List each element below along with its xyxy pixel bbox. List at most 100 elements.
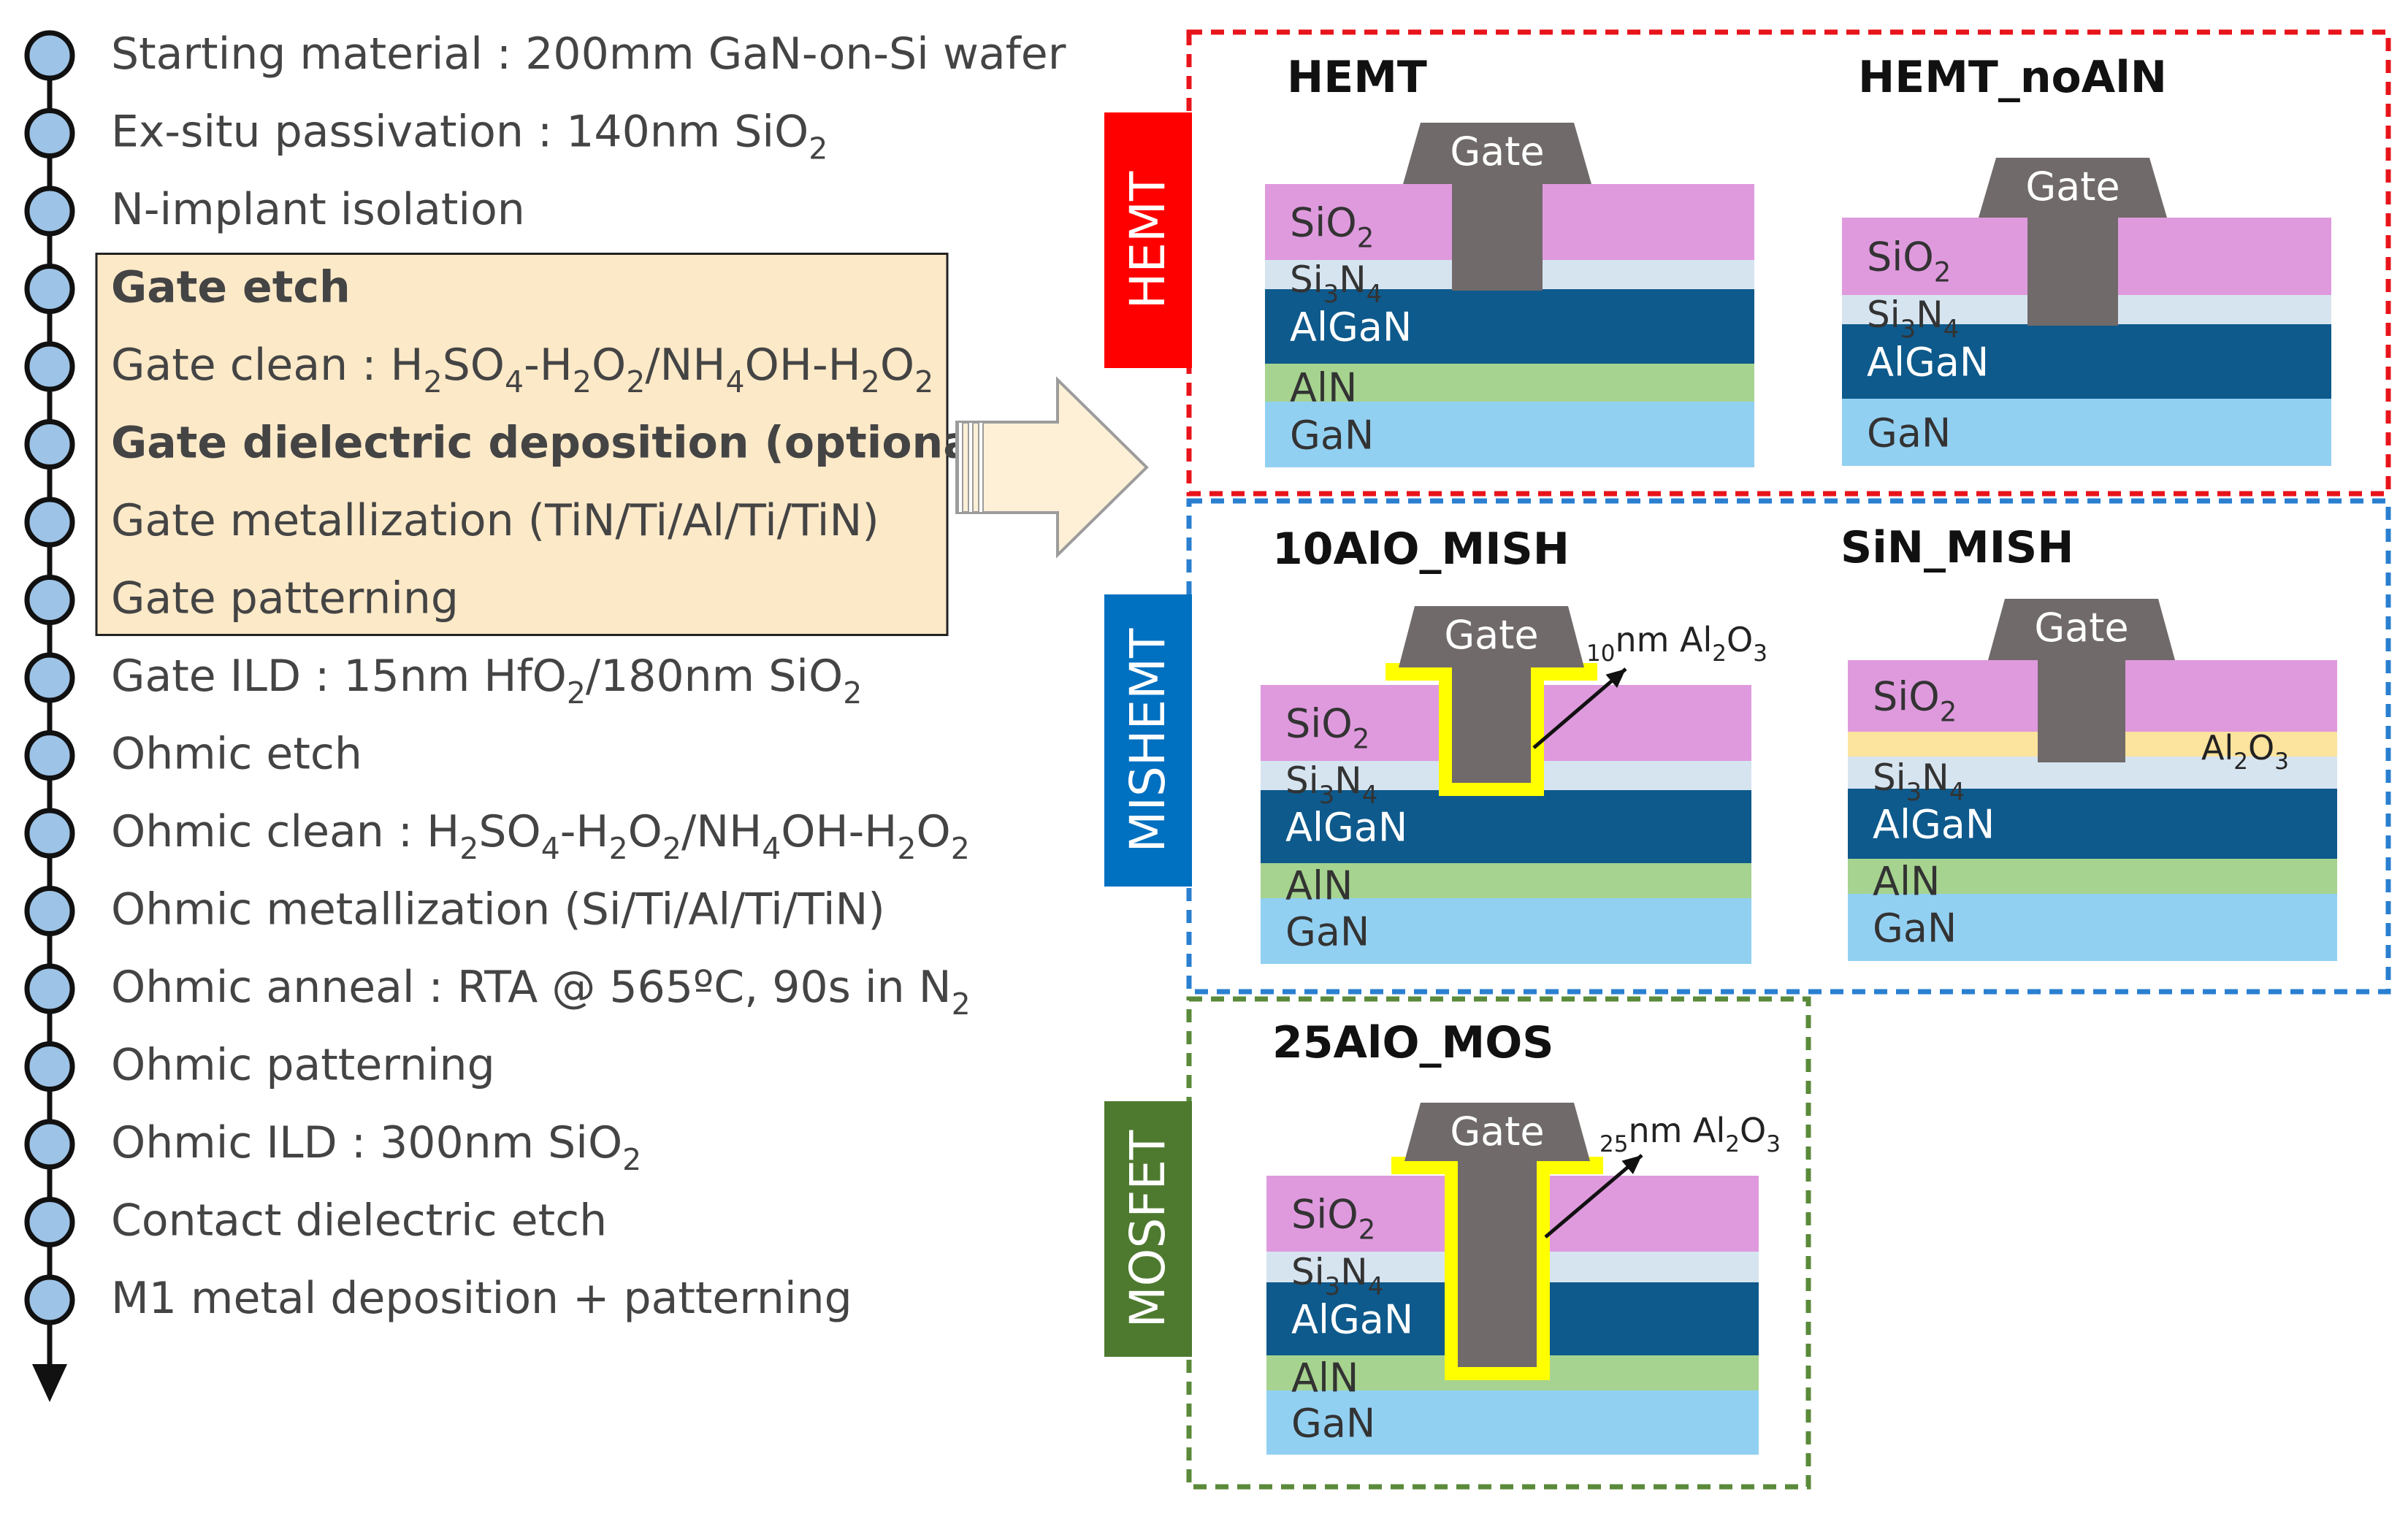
text-run: Gate ILD : 15nm HfO xyxy=(111,651,567,702)
text-run: SiO xyxy=(1867,234,1934,280)
subscript: 2 xyxy=(1712,640,1727,667)
group-tab xyxy=(1104,112,1192,368)
subscript: 10 xyxy=(1586,640,1615,667)
subscript: 2 xyxy=(897,831,916,866)
layer-aln xyxy=(1261,863,1751,898)
subscript: 4 xyxy=(505,364,524,399)
timeline-node xyxy=(24,108,75,158)
oxide-pointer xyxy=(1544,1154,1643,1239)
text-run: Gate metallization (TiN/Ti/Al/Ti/TiN) xyxy=(111,495,879,546)
process-step: Starting material : 200mm GaN-on-Si wafe… xyxy=(111,28,1066,80)
subscript: 2 xyxy=(1353,723,1370,754)
text-run: Ex-situ passivation : 140nm SiO xyxy=(111,107,809,158)
group-tab-label: HEMT xyxy=(1120,171,1176,309)
layer-label: AlGaN xyxy=(1867,339,1989,385)
subscript: 4 xyxy=(541,831,560,866)
subscript: 3 xyxy=(1906,778,1922,807)
layer-label: GaN xyxy=(1873,905,1957,951)
timeline-node xyxy=(24,264,75,314)
text-run: SiO xyxy=(1291,1191,1358,1237)
layer-label: AlN xyxy=(1290,364,1357,410)
subscript: 4 xyxy=(1949,778,1965,807)
text-run: O xyxy=(1727,620,1753,659)
timeline-node xyxy=(24,652,75,703)
gate-label: Gate xyxy=(1444,612,1538,658)
layer-label: AlGaN xyxy=(1285,804,1407,850)
text-run: AlGaN xyxy=(1867,339,1989,385)
process-step: Contact dielectric etch xyxy=(111,1195,607,1247)
layer-label: SiO2 xyxy=(1873,673,1957,727)
layer-aln xyxy=(1848,859,2337,894)
group-tab xyxy=(1104,1101,1192,1357)
layer-label: SiO2 xyxy=(1285,700,1369,754)
timeline-node xyxy=(24,30,75,81)
gate-label: Gate xyxy=(1450,129,1544,175)
layer-gan xyxy=(1842,399,2331,466)
device-title: HEMT_noAlN xyxy=(1858,52,2167,103)
text-run: Contact dielectric etch xyxy=(111,1195,607,1247)
text-run: Al xyxy=(2201,728,2233,767)
subscript: 3 xyxy=(1325,1272,1341,1301)
oxide-pointer-head xyxy=(1605,669,1626,689)
layer-label: GaN xyxy=(1285,908,1369,954)
subscript: 3 xyxy=(1323,280,1339,309)
text-run: Ohmic clean : H xyxy=(111,806,459,857)
layer-label: Si3N4 xyxy=(1290,259,1382,309)
timeline-arrow-head xyxy=(32,1364,67,1402)
layer-gan xyxy=(1261,898,1751,964)
subscript: 4 xyxy=(1943,315,1960,344)
text-run: Ohmic anneal : RTA @ 565ºC, 90s in N xyxy=(111,962,952,1013)
text-run: O xyxy=(917,806,951,857)
gate-metal xyxy=(1399,606,1584,783)
text-run: AlN xyxy=(1291,1355,1358,1401)
layer-label: GaN xyxy=(1291,1400,1375,1446)
text-run: SiO xyxy=(1290,199,1357,245)
subscript: 2 xyxy=(1358,1214,1376,1245)
subscript: 2 xyxy=(1934,256,1952,288)
text-run: Ohmic metallization (Si/Ti/Al/Ti/TiN) xyxy=(111,884,885,935)
timeline-node xyxy=(24,497,75,548)
text-run: -H xyxy=(524,340,573,391)
text-run: /NH xyxy=(681,806,762,857)
text-run: O xyxy=(2248,728,2274,767)
text-run: OH-H xyxy=(745,340,861,391)
gate-label: Gate xyxy=(2025,164,2120,210)
process-step: Gate clean : H2SO4-H2O2/NH4OH-H2O2 xyxy=(111,340,933,399)
subscript: 2 xyxy=(2233,749,2248,775)
layer-label: Si3N4 xyxy=(1873,757,1965,807)
process-step: Ohmic anneal : RTA @ 565ºC, 90s in N2 xyxy=(111,962,971,1022)
text-run: Si xyxy=(1291,1251,1325,1293)
text-run: GaN xyxy=(1285,908,1369,954)
text-run: Si xyxy=(1290,259,1323,301)
timeline-node xyxy=(24,575,75,625)
process-step: N-implant isolation xyxy=(111,184,525,235)
arrow-body xyxy=(955,376,1149,559)
text-run: nm Al xyxy=(1615,620,1712,659)
layer-label: GaN xyxy=(1290,412,1374,458)
oxide-label: 25nm Al2O3 xyxy=(1599,1111,1781,1157)
arrow-tail-stripe xyxy=(968,421,974,513)
text-run: O xyxy=(592,340,626,391)
subscript: 3 xyxy=(1900,315,1916,344)
layer-label: AlN xyxy=(1291,1355,1358,1401)
subscript: 2 xyxy=(1940,696,1957,727)
subscript: 2 xyxy=(843,675,862,711)
process-step: Ohmic ILD : 300nm SiO2 xyxy=(111,1117,641,1177)
layer-gan xyxy=(1266,1390,1759,1455)
subscript: 2 xyxy=(622,1142,641,1177)
subscript: 3 xyxy=(1319,781,1335,810)
subscript: 2 xyxy=(1725,1131,1740,1157)
text-run: OH-H xyxy=(781,806,897,857)
timeline-node xyxy=(24,730,75,781)
layer-label: Si3N4 xyxy=(1867,294,1959,344)
text-run: GaN xyxy=(1873,905,1957,951)
subscript: 2 xyxy=(626,364,645,399)
oxide-pointer-head xyxy=(1621,1155,1642,1174)
layer-label: AlN xyxy=(1285,862,1353,908)
text-run: Ohmic ILD : 300nm SiO xyxy=(111,1117,622,1168)
group-tab-label: MOSFET xyxy=(1120,1130,1176,1328)
